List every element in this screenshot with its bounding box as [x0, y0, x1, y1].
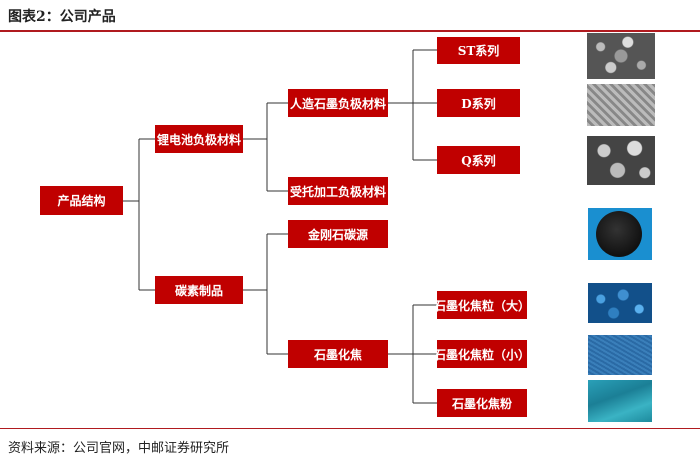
node-graphitized-coke: 石墨化焦: [288, 340, 388, 368]
node-artificial-graphite: 人造石墨负极材料: [288, 89, 388, 117]
coke-small-image: [588, 335, 652, 375]
node-carbon-products: 碳素制品: [155, 276, 243, 304]
d-series-image: [587, 84, 655, 126]
figure-footer: 资料来源：公司官网，中邮证券研究所: [0, 428, 700, 462]
source-note: 资料来源：公司官网，中邮证券研究所: [8, 441, 230, 456]
figure-header: 图表2：公司产品: [0, 0, 700, 32]
node-q-series: Q系列: [437, 146, 520, 174]
figure-title: 图表2：公司产品: [8, 9, 116, 25]
node-d-series: D系列: [437, 89, 520, 117]
node-diamond-carbon-source: 金刚石碳源: [288, 220, 388, 248]
node-anode-materials: 锂电池负极材料: [155, 125, 243, 153]
node-outsourced-processing: 受托加工负极材料: [288, 177, 388, 205]
node-coke-particle-large: 石墨化焦粒（大）: [434, 291, 530, 319]
diamond-carbon-image: [588, 208, 652, 260]
node-st-series: ST系列: [437, 37, 520, 64]
node-coke-powder: 石墨化焦粉: [437, 389, 527, 417]
coke-large-image: [588, 283, 652, 323]
node-product-structure: 产品结构: [40, 186, 123, 215]
st-series-image: [587, 33, 655, 79]
coke-powder-image: [588, 380, 652, 422]
q-series-image: [587, 136, 655, 185]
node-coke-particle-small: 石墨化焦粒（小）: [434, 340, 530, 368]
